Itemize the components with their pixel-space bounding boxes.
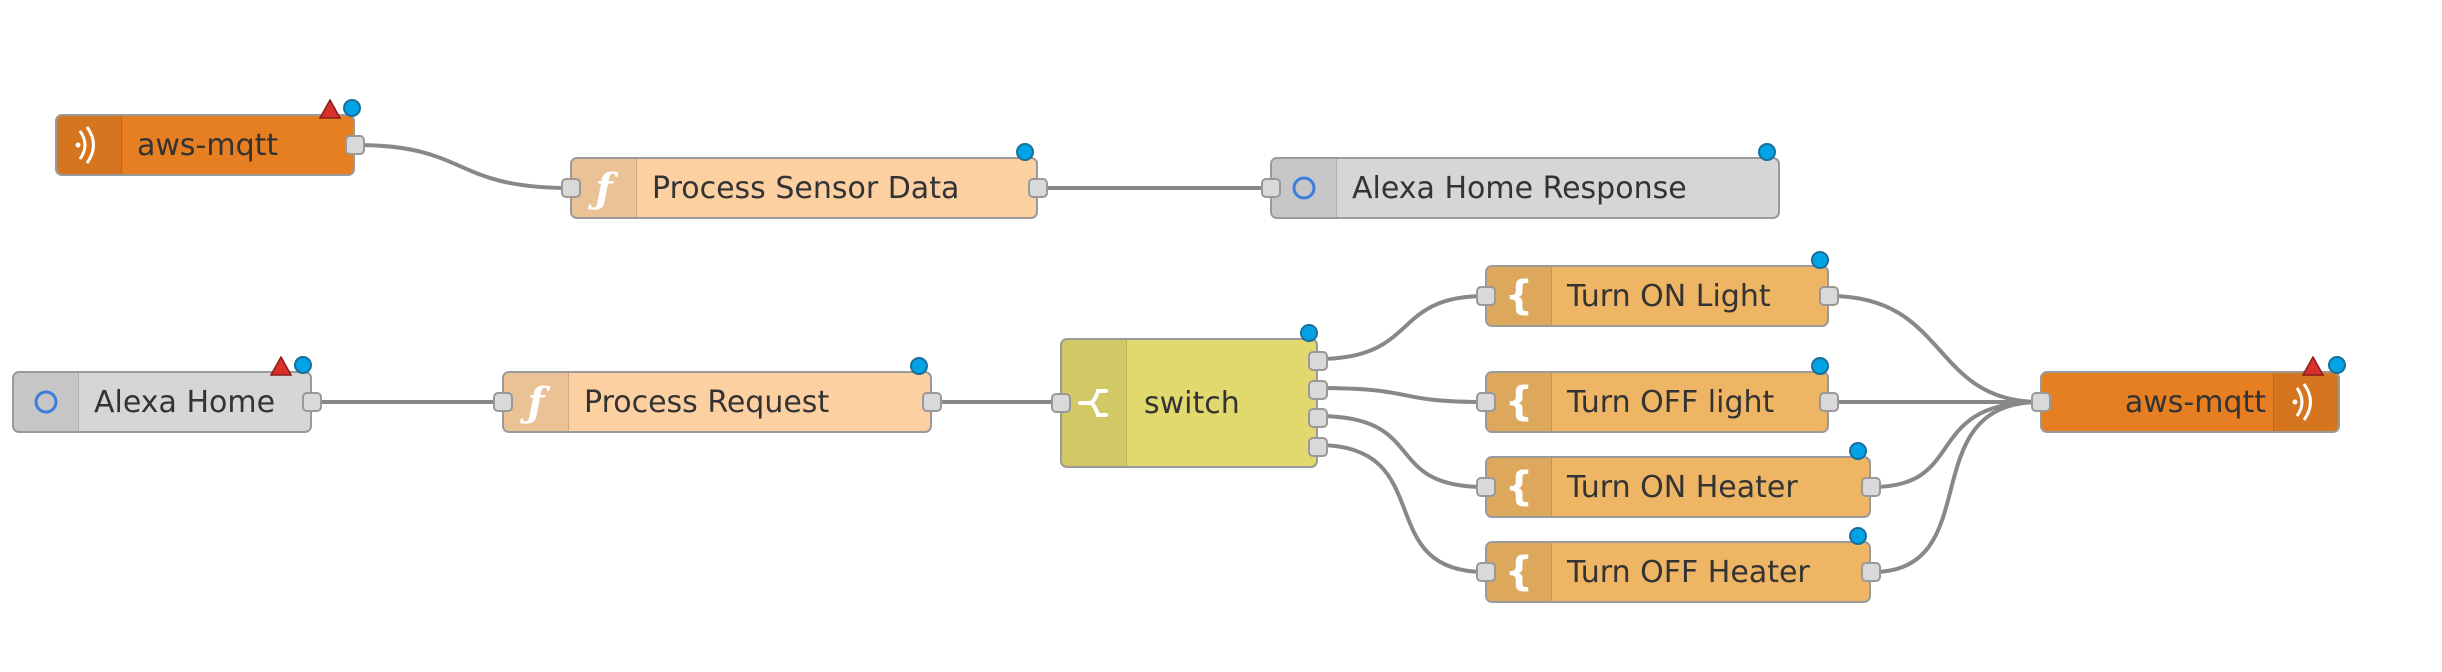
function-icon: ƒ	[504, 373, 569, 431]
node-label: switch	[1144, 385, 1240, 421]
alexa-home-response-node[interactable]: Alexa Home Response	[1261, 143, 1780, 219]
aws-mqtt-in-node[interactable]: aws-mqtt	[55, 99, 365, 176]
alexa-icon	[1272, 159, 1337, 217]
node-label: Process Sensor Data	[652, 170, 960, 206]
input-port[interactable]	[1476, 562, 1496, 582]
input-port[interactable]	[1476, 392, 1496, 412]
input-port[interactable]	[1051, 393, 1071, 413]
node-label: Turn ON Light	[1567, 278, 1771, 314]
wire-switch-to-turn-off-light[interactable]	[1317, 386, 1486, 404]
input-port[interactable]	[1476, 286, 1496, 306]
template-icon: {	[1487, 458, 1552, 516]
output-port[interactable]	[345, 135, 365, 155]
input-port[interactable]	[493, 392, 513, 412]
node-label: Alexa Home	[94, 384, 276, 420]
status-dot	[1811, 357, 1829, 375]
node-label: Turn OFF Heater	[1567, 554, 1810, 590]
function-icon: ƒ	[572, 159, 637, 217]
template-icon: {	[1487, 543, 1552, 601]
status-dot	[1300, 324, 1318, 342]
output-port[interactable]	[1861, 477, 1881, 497]
status-dot	[910, 357, 928, 375]
output-port-1[interactable]	[1308, 351, 1328, 371]
wire-mqtt-to-process-sensor[interactable]	[355, 143, 571, 190]
node-label: Process Request	[584, 384, 830, 420]
output-port[interactable]	[922, 392, 942, 412]
status-dot	[1849, 527, 1867, 545]
node-label: aws-mqtt	[137, 127, 279, 163]
output-port-3[interactable]	[1308, 408, 1328, 428]
status-dot	[1811, 251, 1829, 269]
alexa-home-node[interactable]: Alexa Home	[12, 356, 322, 433]
input-port[interactable]	[1261, 178, 1281, 198]
template-icon: {	[1487, 267, 1552, 325]
node-label: aws-mqtt	[2124, 384, 2266, 420]
status-dot	[294, 356, 312, 374]
status-dot	[343, 99, 361, 117]
warning-icon	[270, 356, 292, 376]
aws-mqtt-out-node[interactable]: aws-mqtt	[2031, 356, 2346, 433]
status-dot	[1849, 442, 1867, 460]
input-port[interactable]	[561, 178, 581, 198]
template-icon: {	[1487, 373, 1552, 431]
switch-icon	[1062, 340, 1127, 466]
status-dot	[2328, 356, 2346, 374]
input-port[interactable]	[2031, 392, 2051, 412]
wire-turn-on-heater-to-mqtt[interactable]	[1871, 400, 2041, 489]
turn-on-heater-node[interactable]: { Turn ON Heater	[1476, 442, 1881, 518]
bridge-icon	[2273, 373, 2338, 431]
turn-off-light-node[interactable]: { Turn OFF light	[1476, 357, 1839, 433]
output-port-4[interactable]	[1308, 437, 1328, 457]
output-port[interactable]	[1819, 286, 1839, 306]
node-label: Turn OFF light	[1567, 384, 1775, 420]
input-port[interactable]	[1476, 477, 1496, 497]
status-dot	[1758, 143, 1776, 161]
output-port-2[interactable]	[1308, 380, 1328, 400]
warning-icon	[319, 99, 341, 119]
alexa-icon	[14, 373, 79, 431]
wire-switch-to-turn-on-heater[interactable]	[1317, 414, 1486, 489]
output-port[interactable]	[1861, 562, 1881, 582]
switch-node[interactable]: switch	[1051, 324, 1328, 468]
turn-off-heater-node[interactable]: { Turn OFF Heater	[1476, 527, 1881, 603]
wire-switch-to-turn-on-light[interactable]	[1317, 294, 1486, 361]
node-label: Alexa Home Response	[1352, 170, 1687, 206]
bridge-icon	[57, 116, 122, 174]
wire-turn-on-light-to-mqtt[interactable]	[1829, 294, 2041, 404]
wire-switch-to-turn-off-heater[interactable]	[1317, 443, 1486, 574]
output-port[interactable]	[1028, 178, 1048, 198]
warning-icon	[2302, 356, 2324, 376]
turn-on-light-node[interactable]: { Turn ON Light	[1476, 251, 1839, 327]
process-sensor-data-node[interactable]: ƒ Process Sensor Data	[561, 143, 1048, 219]
wire-turn-off-heater-to-mqtt[interactable]	[1871, 400, 2041, 574]
output-port[interactable]	[302, 392, 322, 412]
node-label: Turn ON Heater	[1567, 469, 1798, 505]
output-port[interactable]	[1819, 392, 1839, 412]
status-dot	[1016, 143, 1034, 161]
process-request-node[interactable]: ƒ Process Request	[493, 357, 942, 433]
